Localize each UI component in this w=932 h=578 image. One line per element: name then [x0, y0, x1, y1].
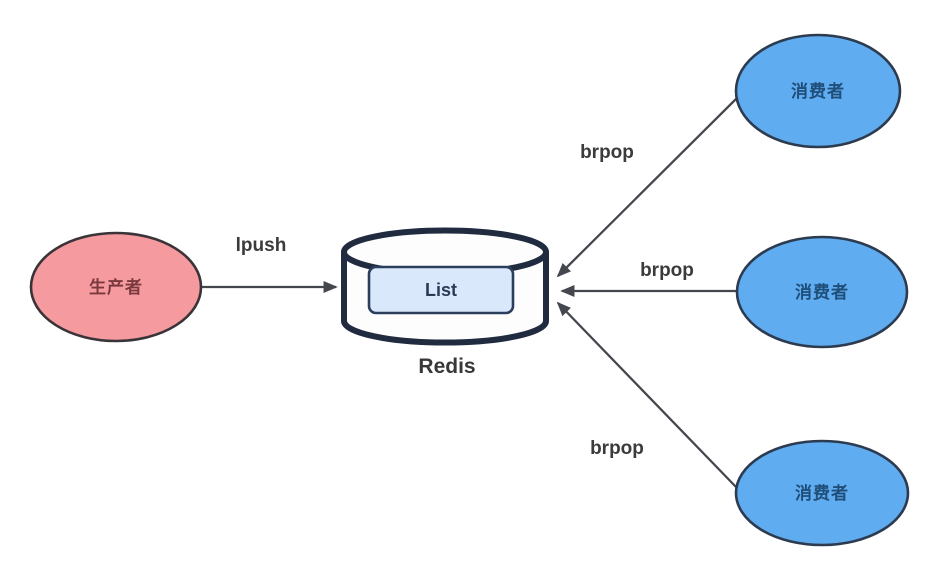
edge-brpop-3: [556, 301, 738, 489]
consumer-node-1: 消费者: [734, 33, 902, 149]
redis-label: Redis: [418, 355, 475, 378]
consumer-node-3: 消费者: [734, 439, 910, 547]
redis-node: List Redis: [341, 227, 549, 378]
consumer-ellipse-2: [735, 235, 909, 349]
brpop-label-1: brpop: [580, 142, 634, 163]
consumer-ellipse-3: [734, 439, 910, 547]
consumer-label-2: 消费者: [795, 282, 849, 302]
consumer-ellipse-1: [734, 33, 902, 149]
consumer-label-1: 消费者: [791, 81, 845, 101]
brpop-label-3: brpop: [590, 438, 644, 459]
lpush-label: lpush: [236, 235, 287, 256]
consumer-node-2: 消费者: [735, 235, 909, 349]
list-box: [367, 265, 515, 315]
brpop-label-2: brpop: [640, 260, 694, 281]
producer-node: 生产者: [29, 231, 203, 343]
edge-brpop-1: [556, 97, 738, 278]
list-label: List: [425, 280, 457, 300]
consumer-label-3: 消费者: [795, 483, 849, 503]
producer-ellipse: [29, 231, 203, 343]
producer-label: 生产者: [89, 277, 143, 297]
